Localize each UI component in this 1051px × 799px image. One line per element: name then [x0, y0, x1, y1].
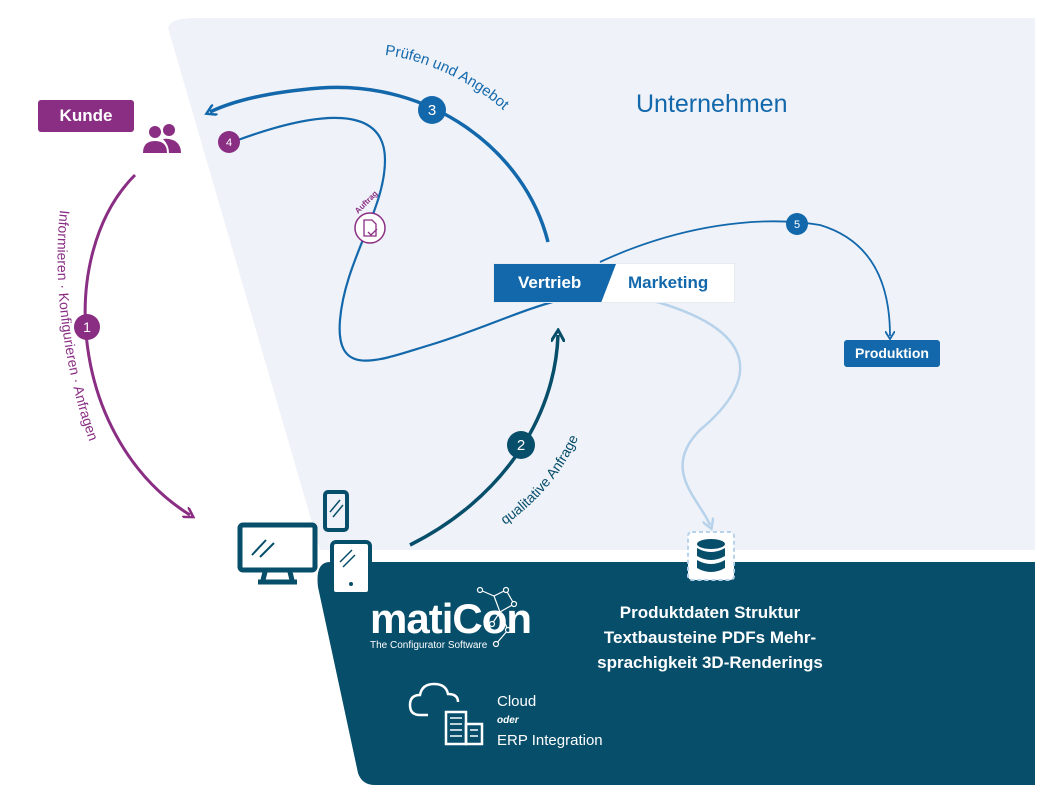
produktion-label: Produktion — [844, 340, 940, 367]
maticon-tagline: The Configurator Software — [370, 640, 488, 651]
erp-label: ERP Integration — [497, 732, 603, 749]
tablet-icon — [330, 540, 372, 596]
auftrag-badge — [354, 212, 386, 244]
arrow-to-database — [649, 298, 742, 525]
document-check-icon — [363, 219, 378, 237]
group-icon — [143, 124, 181, 153]
unternehmen-label: Unternehmen — [636, 90, 788, 118]
database-icon — [687, 531, 735, 581]
arrow-step1 — [83, 173, 190, 515]
cloud-label: Cloud — [497, 693, 537, 710]
kunde-label: Kunde — [38, 100, 134, 132]
oder-label: oder — [497, 715, 519, 726]
monitor-icon — [237, 522, 318, 585]
arrow-step3 — [210, 85, 550, 243]
maticon-network-icon — [476, 586, 518, 648]
step5-badge — [786, 213, 808, 235]
step4-badge — [218, 131, 240, 153]
step1-badge — [74, 314, 100, 340]
marketing-label: Marketing — [628, 273, 709, 292]
database-line-2: Textbausteine PDFs Mehr- — [603, 628, 817, 647]
step1-number: 1 — [83, 319, 91, 335]
vertrieb-label: Vertrieb — [494, 264, 616, 302]
step2-badge — [507, 431, 535, 459]
sales-marketing-box: Vertrieb Marketing — [494, 264, 734, 302]
maticon-logo: matiCon The Configurator Software — [370, 595, 532, 652]
step3-badge — [418, 96, 446, 124]
step2-number: 2 — [517, 437, 525, 454]
step3-number: 3 — [428, 102, 436, 119]
database-items: Produktdaten Struktur Textbausteine PDFs… — [560, 600, 860, 675]
arrow-step4 — [237, 116, 561, 362]
step5-number: 5 — [794, 219, 800, 231]
arrow-step5 — [599, 220, 890, 336]
step4-number: 4 — [226, 137, 232, 149]
database-line-1: Produktdaten Struktur — [619, 603, 801, 622]
database-line-3: sprachigkeit 3D-Renderings — [597, 653, 823, 672]
cloud-building-icon — [408, 682, 484, 746]
maticon-name: matiCon — [370, 595, 532, 642]
smartphone-icon — [323, 490, 349, 532]
